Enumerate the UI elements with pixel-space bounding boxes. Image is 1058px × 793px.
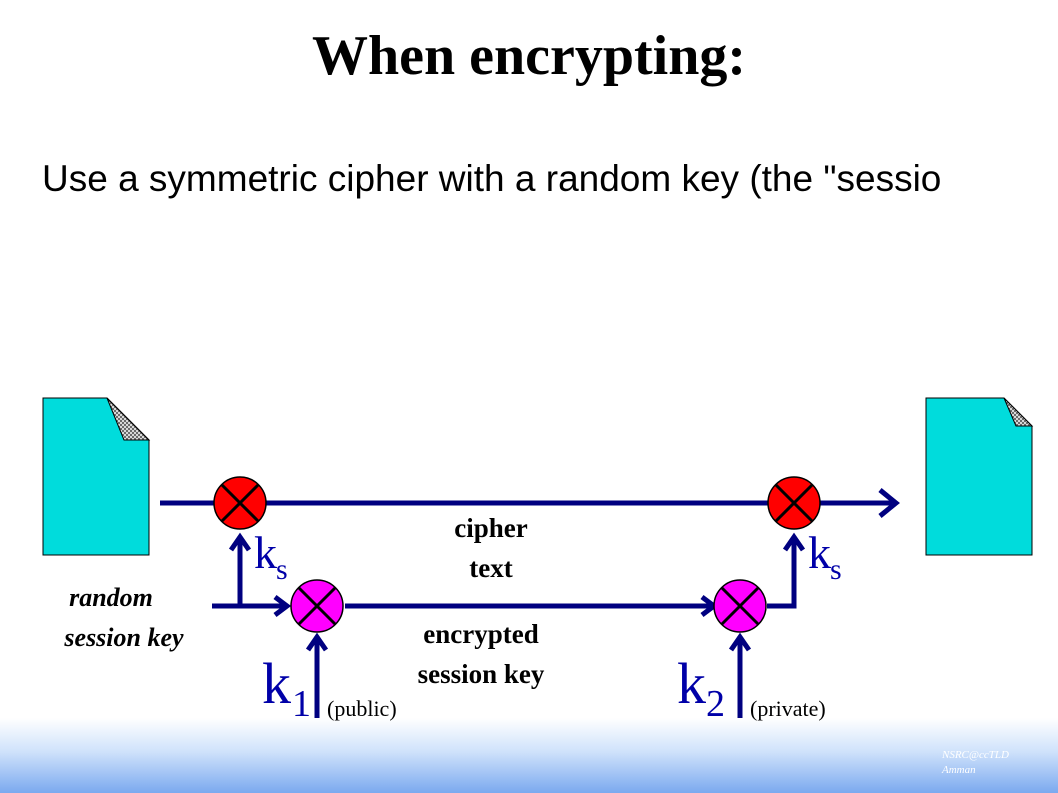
svg-text:k: k bbox=[677, 651, 706, 716]
private-key-k2-symbol: k 2 bbox=[677, 651, 725, 725]
footer-gradient-bar bbox=[0, 718, 1058, 793]
footer-credit: NSRC@ccTLD Amman bbox=[942, 748, 1009, 778]
svg-text:s: s bbox=[830, 553, 842, 586]
slide-title: When encrypting: bbox=[312, 25, 746, 87]
public-key-label: (public) bbox=[327, 696, 397, 721]
plaintext-document-icon bbox=[42, 397, 151, 556]
symmetric-encrypt-operator-icon bbox=[213, 476, 267, 530]
encrypted-session-key-label-line1: encrypted bbox=[423, 619, 538, 649]
svg-text:k: k bbox=[262, 651, 291, 716]
decrypted-document-icon bbox=[925, 397, 1034, 556]
random-session-key-label-line1: random bbox=[69, 583, 153, 612]
encrypted-session-key-label-line2: session key bbox=[418, 659, 545, 689]
session-key-symbol-right: k s bbox=[808, 527, 842, 586]
svg-text:2: 2 bbox=[706, 683, 725, 725]
svg-text:1: 1 bbox=[292, 683, 311, 725]
public-key-input-arrow bbox=[305, 632, 329, 718]
footer-credit-line2: Amman bbox=[942, 764, 976, 776]
slide-subtitle: Use a symmetric cipher with a random key… bbox=[42, 158, 942, 199]
private-key-label: (private) bbox=[750, 696, 826, 721]
asymmetric-encrypt-operator-icon bbox=[290, 579, 344, 633]
svg-text:k: k bbox=[254, 527, 277, 578]
svg-text:s: s bbox=[276, 553, 288, 586]
footer-credit-line1: NSRC@ccTLD bbox=[942, 749, 1009, 761]
cipher-text-label-line1: cipher bbox=[454, 513, 528, 543]
svg-text:k: k bbox=[808, 527, 831, 578]
symmetric-decrypt-operator-icon bbox=[767, 476, 821, 530]
cipher-text-label-line2: text bbox=[469, 553, 512, 583]
private-key-input-arrow bbox=[728, 632, 752, 718]
session-key-symbol-left: k s bbox=[254, 527, 288, 586]
asymmetric-decrypt-operator-icon bbox=[713, 579, 767, 633]
public-key-k1-symbol: k 1 bbox=[262, 651, 311, 725]
random-session-key-label-line2: session key bbox=[63, 623, 184, 652]
